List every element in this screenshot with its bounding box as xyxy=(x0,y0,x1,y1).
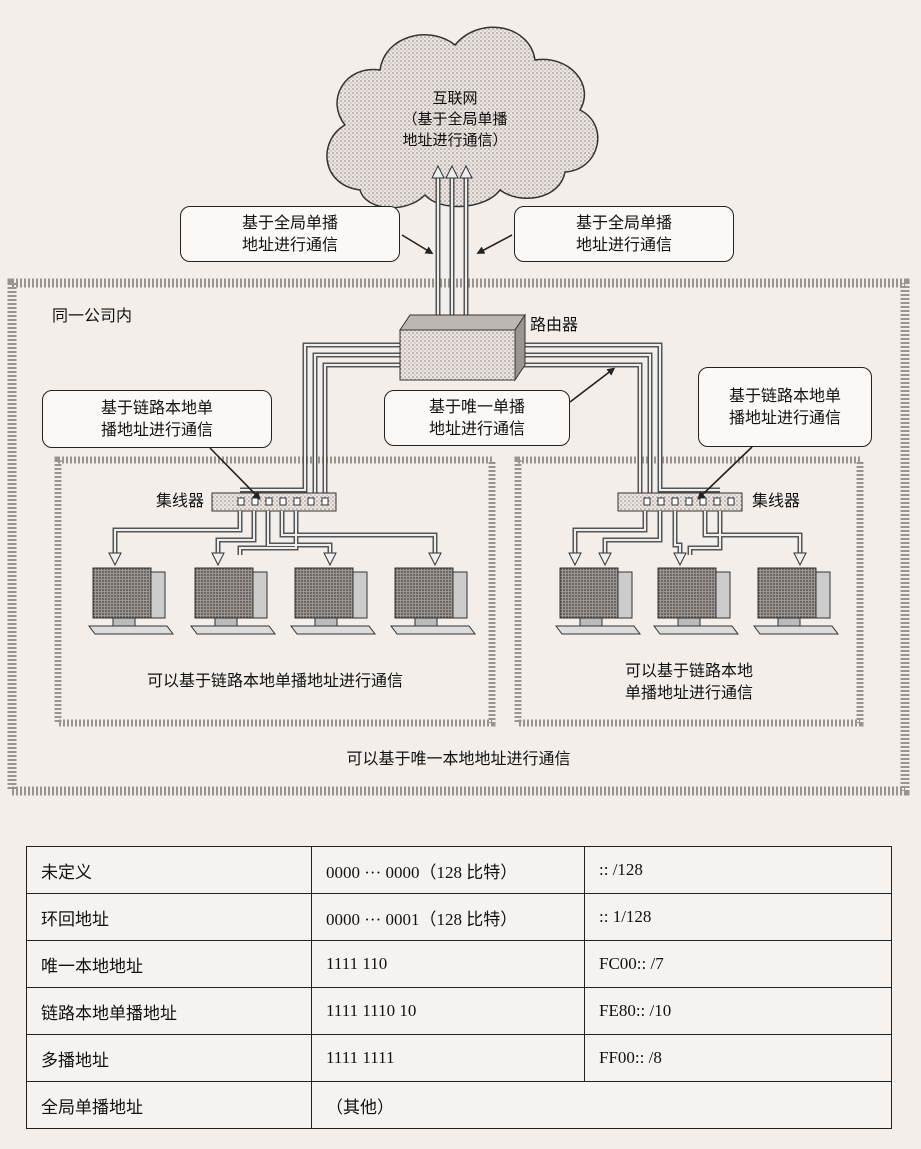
network-diagram: 互联网 （基于全局单播 地址进行通信） 基于全局单播 地址进行通信 基于全局单播… xyxy=(7,26,910,796)
prefix-bits-cell: （其他） xyxy=(311,1081,892,1129)
table-row: 多播地址 1111 1111 FF00:: /8 xyxy=(26,1034,892,1082)
caption-line: 单播地址进行通信 xyxy=(624,683,753,702)
caption-line: 可以基于链路本地 xyxy=(624,661,753,680)
hub-right-icon xyxy=(617,492,743,512)
address-type-cell: 多播地址 xyxy=(26,1034,312,1082)
pointer-link-left xyxy=(209,447,261,500)
callout-global-left: 基于全局单播 地址进行通信 xyxy=(180,206,400,262)
computer-icon xyxy=(555,567,641,635)
address-type-cell: 未定义 xyxy=(26,846,312,894)
computer-icon xyxy=(190,567,276,635)
address-type-cell: 唯一本地地址 xyxy=(26,940,312,988)
prefix-bits-cell: 1111 1110 10 xyxy=(311,987,585,1035)
pointer-global-right xyxy=(476,234,513,254)
prefix-notation-cell: :: /128 xyxy=(584,846,892,894)
computer-icon xyxy=(290,567,376,635)
prefix-bits-cell: 1111 1111 xyxy=(311,1034,585,1082)
callout-line: 基于链路本地单 xyxy=(100,398,213,417)
table-row: 全局单播地址 （其他） xyxy=(26,1081,892,1129)
callout-line: 地址进行通信 xyxy=(575,235,672,254)
callout-line: 基于全局单播 xyxy=(575,213,672,232)
diagram-graphics xyxy=(7,26,910,796)
right-lan-frame xyxy=(514,456,864,727)
callout-line: 地址进行通信 xyxy=(428,419,525,438)
company-frame xyxy=(7,278,910,796)
prefix-bits-cell: 0000 ··· 0001（128 比特） xyxy=(311,893,585,941)
company-label: 同一公司内 xyxy=(52,306,133,325)
hub-right-label: 集线器 xyxy=(752,491,801,510)
right-lan-caption: 可以基于链路本地 单播地址进行通信 xyxy=(518,660,860,704)
internet-label-line: 互联网 xyxy=(432,89,478,107)
callout-line: 基于全局单播 xyxy=(241,213,338,232)
prefix-bits-cell: 1111 110 xyxy=(311,940,585,988)
table-row: 链路本地单播地址 1111 1110 10 FE80:: /10 xyxy=(26,987,892,1035)
prefix-notation-cell: FC00:: /7 xyxy=(584,940,892,988)
computer-icon xyxy=(88,567,174,635)
computer-icon xyxy=(653,567,739,635)
computer-icon xyxy=(753,567,839,635)
prefix-notation-cell: FE80:: /10 xyxy=(584,987,892,1035)
prefix-notation-cell: :: 1/128 xyxy=(584,893,892,941)
table-row: 环回地址 0000 ··· 0001（128 比特） :: 1/128 xyxy=(26,893,892,941)
internet-cloud xyxy=(326,26,599,209)
callout-line: 播地址进行通信 xyxy=(728,408,841,427)
pointer-link-right xyxy=(697,446,753,500)
prefix-notation-cell: FF00:: /8 xyxy=(584,1034,892,1082)
address-type-cell: 环回地址 xyxy=(26,893,312,941)
hub-left-label: 集线器 xyxy=(156,491,205,510)
internet-label-line: 地址进行通信） xyxy=(402,131,508,149)
pointer-unique xyxy=(569,367,616,403)
internet-label-line: （基于全局单播 xyxy=(402,110,508,128)
callout-link-local-left: 基于链路本地单 播地址进行通信 xyxy=(42,390,272,448)
ipv6-address-table: 未定义 0000 ··· 0000（128 比特） :: /128 环回地址 0… xyxy=(26,846,892,1129)
address-type-cell: 链路本地单播地址 xyxy=(26,987,312,1035)
hub-left-icon xyxy=(211,492,337,512)
pointer-global-left xyxy=(401,234,434,255)
address-type-cell: 全局单播地址 xyxy=(26,1081,312,1129)
router-icon xyxy=(399,313,526,382)
callout-line: 基于唯一单播 xyxy=(428,397,525,416)
callout-line: 播地址进行通信 xyxy=(100,420,213,439)
table-row: 未定义 0000 ··· 0000（128 比特） :: /128 xyxy=(26,846,892,894)
callout-unique-local: 基于唯一单播 地址进行通信 xyxy=(384,390,570,446)
callout-line: 地址进行通信 xyxy=(241,235,338,254)
internet-label: 互联网 （基于全局单播 地址进行通信） xyxy=(380,88,530,151)
callout-global-right: 基于全局单播 地址进行通信 xyxy=(514,206,734,262)
callout-line: 基于链路本地单 xyxy=(728,386,841,405)
left-lan-frame xyxy=(54,456,496,727)
prefix-bits-cell: 0000 ··· 0000（128 比特） xyxy=(311,846,585,894)
callout-link-local-right: 基于链路本地单 播地址进行通信 xyxy=(698,367,872,447)
router-label: 路由器 xyxy=(530,315,579,334)
company-caption: 可以基于唯一本地地址进行通信 xyxy=(346,749,571,768)
computer-icon xyxy=(390,567,476,635)
left-lan-caption: 可以基于链路本地单播地址进行通信 xyxy=(146,671,403,690)
table-row: 唯一本地地址 1111 110 FC00:: /7 xyxy=(26,940,892,988)
